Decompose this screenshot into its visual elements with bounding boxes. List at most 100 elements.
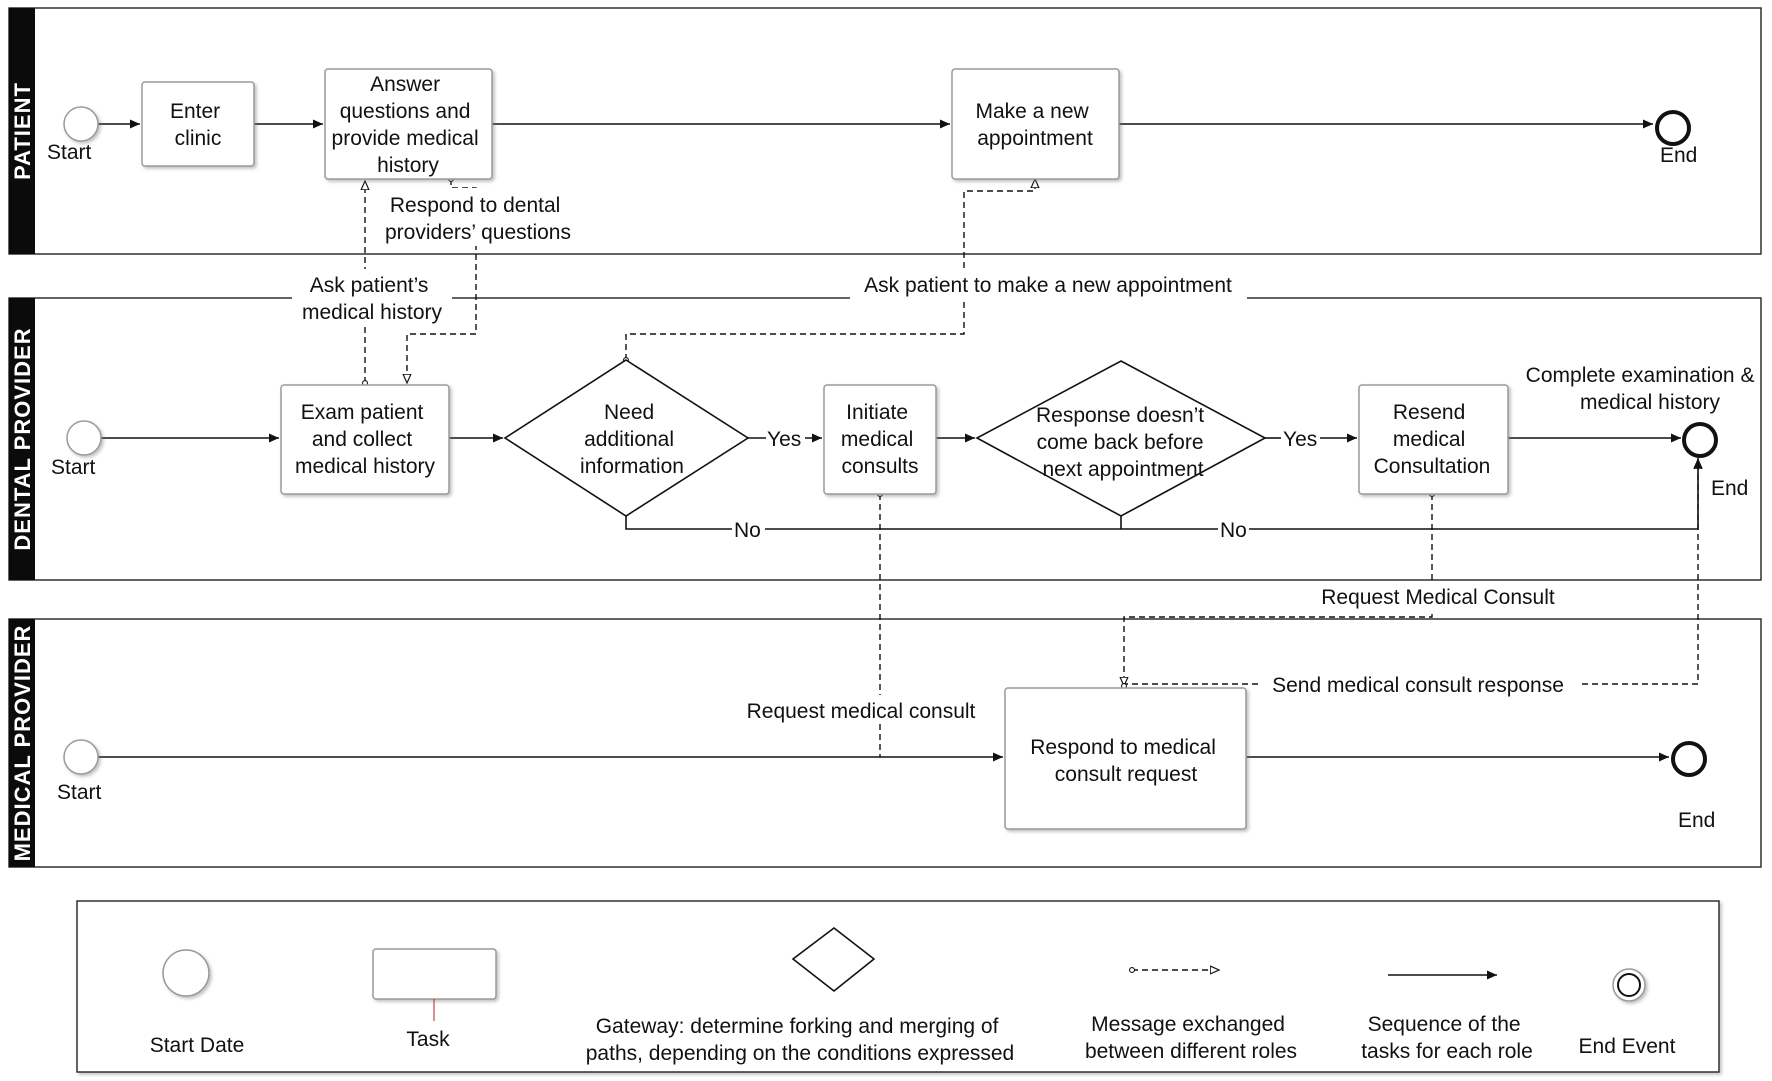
msg-ask-history-line1: Ask patient’s bbox=[310, 274, 429, 297]
task-initiate-line1: Initiate bbox=[846, 401, 908, 424]
svg-text:Gateway: determine forking and: Gateway: determine forking and merging o… bbox=[586, 1015, 1014, 1065]
svg-text:Enter clinic: Enter clinic bbox=[170, 100, 226, 150]
msg-request-lower-text: Request medical consult bbox=[747, 700, 976, 723]
gateway-need-yes-label: Yes bbox=[767, 428, 801, 451]
msg-label-request-consult-upper: Request Medical Consult bbox=[1311, 583, 1565, 611]
patient-start-event bbox=[63, 106, 99, 142]
gateway-need-line1: Need bbox=[604, 401, 654, 424]
patient-end-label: End bbox=[1660, 144, 1697, 167]
svg-text:Message exchanged betwee: Message exchanged between different role… bbox=[1085, 1013, 1297, 1063]
legend-task-icon bbox=[372, 948, 497, 1000]
gateway-resp-no-label: No bbox=[1220, 519, 1247, 542]
medical-end-label: End bbox=[1678, 809, 1715, 832]
legend-task-label: Task bbox=[406, 1028, 450, 1051]
gateway-resp-line2: come back before bbox=[1037, 431, 1204, 454]
msg-label-request-consult-lower: Request medical consult bbox=[734, 695, 988, 723]
task-resend-line3: Consultation bbox=[1374, 455, 1491, 478]
medical-start-label: Start bbox=[57, 781, 102, 804]
task-exam-line1: Exam patient bbox=[301, 401, 424, 424]
legend-gateway-icon bbox=[791, 926, 876, 993]
svg-text:Complete examination & med: Complete examination & medical history bbox=[1526, 364, 1761, 414]
task-initiate-consults: Initiate medical consults bbox=[823, 384, 937, 495]
legend-gateway-line2: paths, depending on the conditions expre… bbox=[586, 1042, 1014, 1065]
gateway-no-response: Response doesn’t come back before next a… bbox=[975, 360, 1267, 517]
legend-sequence-line2: tasks for each role bbox=[1361, 1040, 1533, 1063]
task-answer-questions: Answer questions and provide medical his… bbox=[324, 68, 493, 180]
task-respond-line2: consult request bbox=[1055, 763, 1198, 786]
legend-start-label: Start Date bbox=[150, 1034, 245, 1057]
task-resend-consultation: Resend medical Consultation bbox=[1358, 384, 1509, 495]
lane-medical-title: MEDICAL PROVIDER bbox=[10, 625, 35, 862]
svg-text:Sequence of the tasks fo: Sequence of the tasks for each role bbox=[1361, 1013, 1533, 1063]
gateway-need-line3: information bbox=[580, 455, 684, 478]
dental-end-event bbox=[1682, 422, 1718, 458]
task-answer-line2: questions and bbox=[340, 100, 471, 123]
complete-exam-line2: medical history bbox=[1580, 391, 1721, 414]
dental-start-label: Start bbox=[51, 456, 96, 479]
lane-patient: PATIENT bbox=[8, 7, 1762, 255]
task-enter-clinic: Enter clinic bbox=[141, 81, 255, 167]
legend-start-icon bbox=[162, 949, 210, 997]
medical-start-event bbox=[63, 739, 99, 775]
task-respond-line1: Respond to medical bbox=[1030, 736, 1216, 759]
svg-text:Respond to medical consu: Respond to medical consult request bbox=[1030, 736, 1221, 786]
gateway-resp-line1: Response doesn’t bbox=[1036, 404, 1204, 427]
legend-gateway-line1: Gateway: determine forking and merging o… bbox=[596, 1015, 999, 1038]
task-initiate-line2: medical bbox=[841, 428, 913, 451]
task-resend-line2: medical bbox=[1393, 428, 1465, 451]
svg-text:Ask patient’s medical hi: Ask patient’s medical history bbox=[302, 274, 443, 324]
task-make-new-appointment: Make a new appointment bbox=[951, 68, 1120, 180]
msg-request-upper-text: Request Medical Consult bbox=[1321, 586, 1555, 609]
msg-label-ask-new-appointment: Ask patient to make a new appointment bbox=[850, 271, 1247, 299]
msg-send-response-text: Send medical consult response bbox=[1272, 674, 1564, 697]
msg-ask-history-line2: medical history bbox=[302, 301, 443, 324]
lane-medical-provider: MEDICAL PROVIDER bbox=[8, 618, 1762, 868]
task-exam-line3: medical history bbox=[295, 455, 436, 478]
legend: Start Date Task Gateway: determine forki… bbox=[76, 900, 1720, 1073]
msg-label-send-response: Send medical consult response bbox=[1258, 672, 1578, 698]
svg-text:Respond to dental provid: Respond to dental providers’ questions bbox=[385, 194, 571, 244]
legend-message-line1: Message exchanged bbox=[1091, 1013, 1285, 1036]
gateway-resp-yes-label: Yes bbox=[1283, 428, 1317, 451]
gateway-need-info: Need additional information bbox=[503, 359, 750, 517]
task-answer-line3: provide medical bbox=[332, 127, 479, 150]
msg-respond-line1: Respond to dental bbox=[390, 194, 560, 217]
msg-label-respond-dental: Respond to dental providers’ questions bbox=[374, 188, 586, 246]
medical-end-event bbox=[1671, 741, 1707, 777]
lane-dental-title: DENTAL PROVIDER bbox=[10, 327, 35, 550]
svg-text:Need additional in: Need additional information bbox=[580, 401, 684, 478]
msg-respond-line2: providers’ questions bbox=[385, 221, 571, 244]
task-resend-line1: Resend bbox=[1393, 401, 1465, 424]
patient-start-label: Start bbox=[47, 141, 92, 164]
gateway-resp-line3: next appointment bbox=[1042, 458, 1203, 481]
task-answer-line1: Answer bbox=[370, 73, 440, 96]
gateway-need-line2: additional bbox=[584, 428, 674, 451]
task-respond-consult: Respond to medical consult request bbox=[1004, 687, 1247, 830]
task-new-appt-line2: appointment bbox=[977, 127, 1093, 150]
patient-end-event bbox=[1655, 110, 1691, 146]
dental-end-label: End bbox=[1711, 477, 1748, 500]
legend-end-icon bbox=[1612, 968, 1646, 1002]
complete-exam-line1: Complete examination & bbox=[1526, 364, 1755, 387]
dental-start-event bbox=[66, 420, 102, 456]
msg-ask-new-appointment bbox=[626, 179, 1035, 360]
lane-patient-title: PATIENT bbox=[10, 82, 35, 180]
task-exam-patient: Exam patient and collect medical history bbox=[280, 384, 450, 495]
sequence-flows bbox=[98, 119, 1703, 762]
task-answer-line4: history bbox=[377, 154, 439, 177]
task-enter-clinic-line1: Enter bbox=[170, 100, 220, 123]
task-new-appt-line1: Make a new bbox=[975, 100, 1089, 123]
task-exam-line2: and collect bbox=[312, 428, 413, 451]
msg-label-ask-history: Ask patient’s medical history bbox=[292, 269, 452, 325]
legend-sequence-line1: Sequence of the bbox=[1368, 1013, 1521, 1036]
svg-text:Initiate medical c: Initiate medical consults bbox=[841, 401, 919, 478]
task-enter-clinic-line2: clinic bbox=[175, 127, 222, 150]
svg-text:Exam patient and collect: Exam patient and collect medical history bbox=[295, 401, 436, 478]
task-initiate-line3: consults bbox=[841, 455, 918, 478]
legend-message-line2: between different roles bbox=[1085, 1040, 1297, 1063]
gateway-need-no-label: No bbox=[734, 519, 761, 542]
legend-end-label: End Event bbox=[1579, 1035, 1676, 1058]
msg-send-response bbox=[1124, 460, 1698, 686]
msg-ask-new-appt-text: Ask patient to make a new appointment bbox=[864, 274, 1232, 297]
